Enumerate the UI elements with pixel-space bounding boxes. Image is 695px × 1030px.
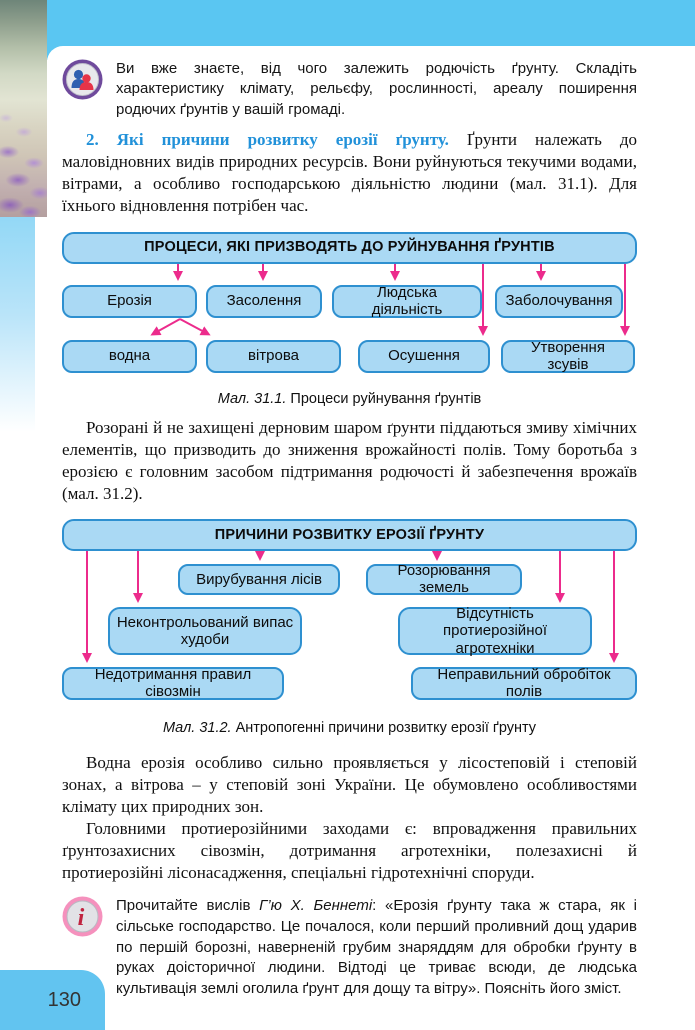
node-vyrubuvannya-lisiv: Вирубування лісів	[178, 563, 340, 595]
node-vitrova: вітрова	[206, 339, 341, 373]
intro-task-text: Ви вже знаєте, від чого залежить родючіс…	[116, 60, 637, 118]
info-quote-prefix: Прочитайте вислів	[116, 897, 260, 915]
figure-31-1-title-node: ПРОЦЕСИ, ЯКІ ПРИЗВОДЯТЬ ДО РУЙНУВАННЯ ҐР…	[62, 231, 637, 264]
section-2-heading: 2. Які причини розвитку ерозії ґрунту.	[86, 130, 449, 150]
info-quote-author: Г’ю Х. Беннеті	[259, 897, 373, 915]
figure-31-2-caption-text: Антропогенні причини розвитку ерозії ґру…	[231, 719, 537, 736]
figure-31-2-diagram: ПРИЧИНИ РОЗВИТКУ ЕРОЗІЇ ҐРУНТУ Вирубуван…	[62, 518, 637, 700]
figure-31-2-title-node: ПРИЧИНИ РОЗВИТКУ ЕРОЗІЇ ҐРУНТУ	[62, 518, 637, 551]
info-quote-text: Прочитайте вислів Г’ю Х. Беннеті: «Ерозі…	[116, 896, 637, 999]
paragraph-erosion: Розорані й не захищені дерновим шаром ґр…	[62, 417, 637, 503]
node-rozoryuvannya-zemel: Розорювання земель	[366, 562, 522, 596]
figure-31-2-caption-label: Мал. 31.2.	[162, 719, 232, 736]
node-zasolennya: Засолення	[206, 284, 322, 318]
figure-31-1-caption-label: Мал. 31.1.	[217, 390, 287, 407]
node-vodna: водна	[62, 339, 197, 373]
page-number-tab: 130	[0, 970, 105, 1030]
svg-text:i: i	[78, 905, 85, 931]
figure-31-2-arrows	[82, 550, 619, 663]
node-utvorennya-zsuviv: Утворення зсувів	[501, 339, 635, 373]
paragraph-zones: Водна ерозія особливо сильно проявляєтьс…	[62, 752, 637, 817]
node-nedotrymannya-sivozmin: Недотримання правил сівозмін	[62, 666, 284, 700]
node-eroziya: Ерозія	[62, 284, 197, 318]
node-nekontrolovanyi-vypas: Неконтрольований випас худоби	[108, 606, 302, 655]
node-osushennya: Осушення	[358, 339, 490, 373]
intro-task-block: Ви вже знаєте, від чого залежить родючіс…	[62, 59, 637, 120]
section-2-paragraph: 2. Які причини розвитку ерозії ґрунту. Ґ…	[62, 129, 637, 217]
page-number: 130	[47, 988, 81, 1011]
node-nepravylnyi-obrobitok: Неправильний обробіток полів	[411, 666, 637, 700]
left-blue-gradient	[0, 217, 35, 432]
info-quote-body: : «Ерозія ґрунту така ж стара, як і сіль…	[116, 897, 637, 997]
margin-photo-crocus-mountains	[0, 0, 47, 217]
node-lyudska-diyalnist: Людська діяльність	[332, 284, 482, 318]
info-icon: i	[62, 896, 103, 937]
figure-31-1-diagram: ПРОЦЕСИ, ЯКІ ПРИЗВОДЯТЬ ДО РУЙНУВАННЯ ҐР…	[62, 231, 637, 373]
info-quote-block: i Прочитайте вислів Г’ю Х. Беннеті: «Еро…	[62, 896, 637, 999]
figure-31-1-arrows	[150, 263, 630, 336]
node-zabolochuvannya: Заболочування	[495, 284, 623, 318]
people-pair-icon	[62, 59, 103, 100]
figure-31-1-caption-text: Процеси руйнування ґрунтів	[286, 390, 482, 407]
content-area: Ви вже знаєте, від чого залежить родючіс…	[47, 46, 695, 1030]
figure-31-2-caption: Мал. 31.2. Антропогенні причини розвитку…	[62, 720, 637, 736]
figure-31-1-caption: Мал. 31.1. Процеси руйнування ґрунтів	[62, 391, 637, 407]
paragraph-measures: Головними протиерозійними заходами є: вп…	[62, 819, 637, 883]
node-vidsutnist-agrotekhniky: Відсутність протиерозійної агротехніки	[398, 605, 592, 657]
section-2-lead-text: Ґрунти належать до маловідновних видів п…	[62, 130, 637, 216]
